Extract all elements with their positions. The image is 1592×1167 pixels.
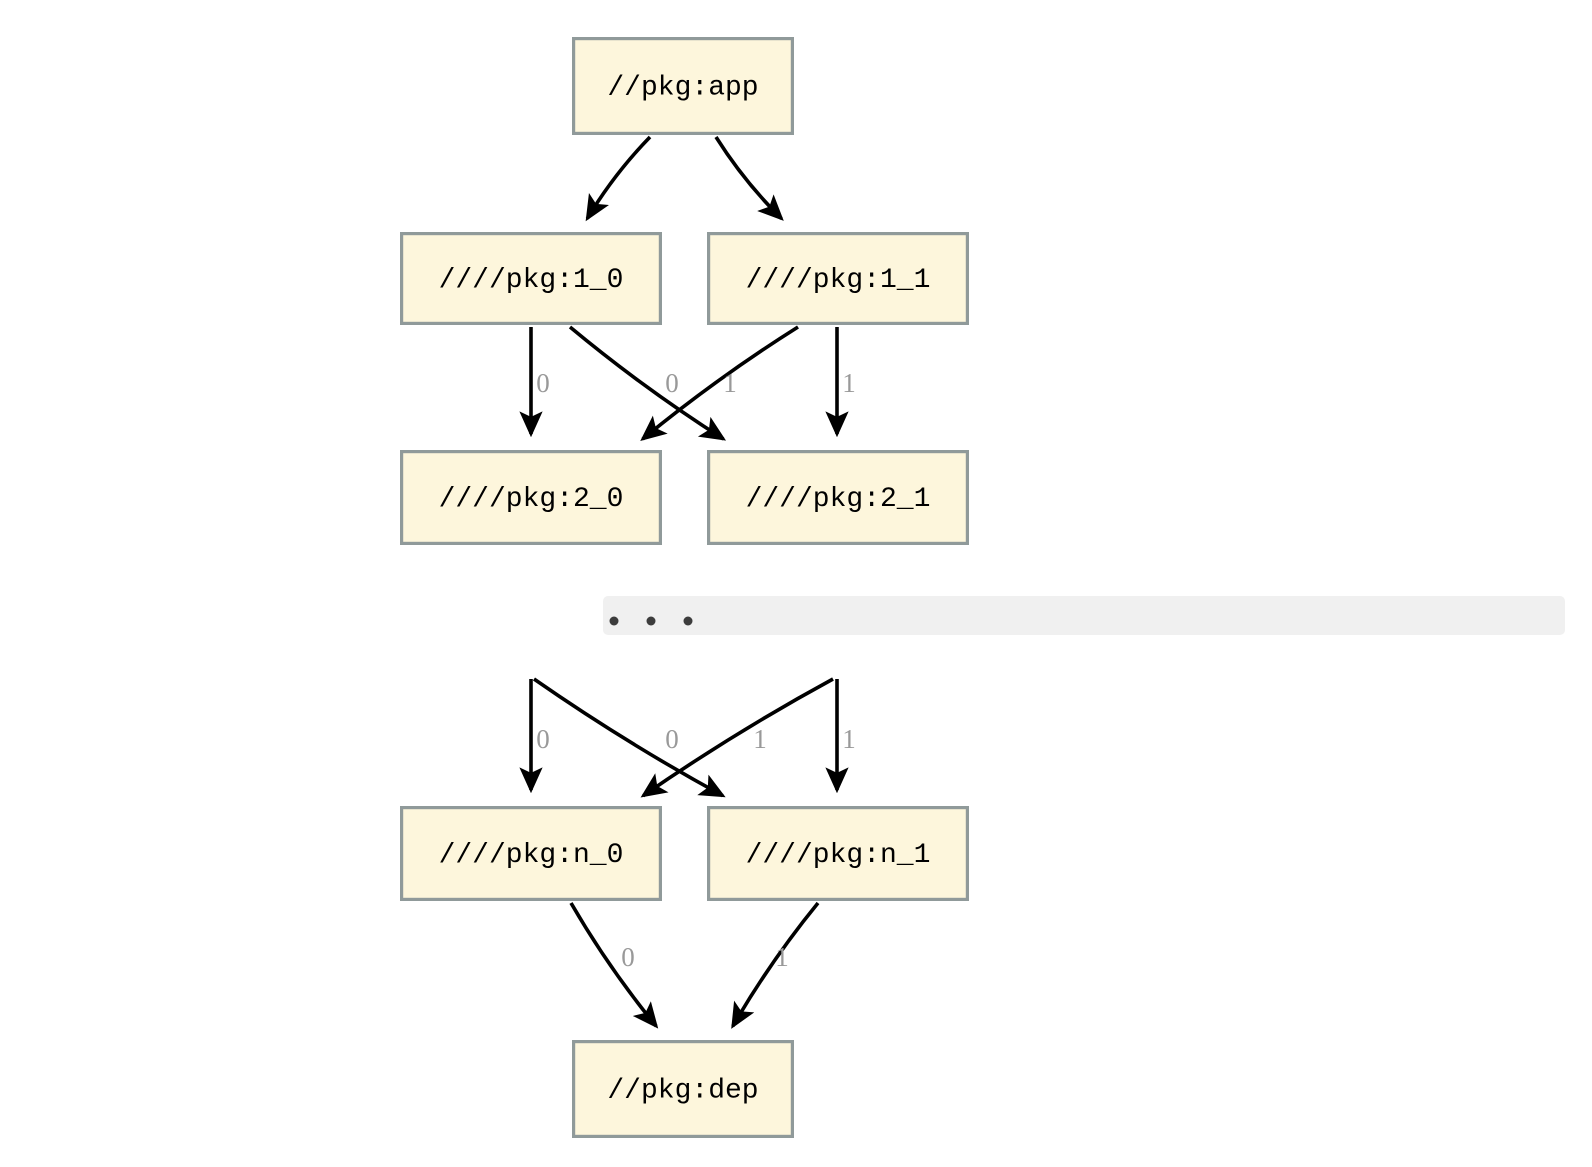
node-box[interactable] <box>400 232 662 326</box>
graph-edge <box>714 136 784 221</box>
graph-edge: 1 <box>640 677 834 798</box>
nodes-layer: //pkg:app ////pkg:1_0 ////pkg:1_1 ////pkg:2… <box>400 36 969 1138</box>
graph-edge: 1 <box>731 901 820 1029</box>
edge-line <box>569 902 659 1029</box>
edge-line <box>532 677 726 798</box>
edges-layer: 0 0 1 1 0 0 1 1 0 1 <box>519 135 856 1029</box>
node-label: ////pkg:1_1 <box>746 265 931 296</box>
edge-label: 1 <box>842 368 856 398</box>
edge-label: 1 <box>753 724 767 754</box>
node-box[interactable] <box>706 232 969 326</box>
graph-node-nn_0[interactable]: ////pkg:n_0 <box>400 805 662 901</box>
node-box[interactable] <box>571 36 794 136</box>
graph-node-n1_1[interactable]: ////pkg:1_1 <box>706 232 969 326</box>
graph-node-dep[interactable]: //pkg:dep <box>571 1039 794 1138</box>
node-label: //pkg:app <box>607 72 758 103</box>
graph-edge: 1 <box>825 327 856 438</box>
edge-line <box>640 325 799 442</box>
node-box[interactable] <box>400 805 662 901</box>
ellipsis-band <box>603 596 1565 635</box>
node-label: ////pkg:1_0 <box>439 265 624 296</box>
graph-edge: 0 <box>532 677 726 798</box>
graph-edge: 0 <box>519 679 550 794</box>
edge-label: 0 <box>536 368 550 398</box>
graph-edge: 0 <box>519 327 550 438</box>
edge-label: 1 <box>775 942 789 972</box>
node-box[interactable] <box>706 450 969 546</box>
node-box[interactable] <box>706 805 969 901</box>
edge-label: 0 <box>665 368 679 398</box>
edge-label: 0 <box>536 724 550 754</box>
graph-edge: 0 <box>569 902 659 1029</box>
edge-label: 0 <box>621 942 635 972</box>
graph-edge: 0 <box>568 325 727 441</box>
edge-label: 0 <box>665 724 679 754</box>
graph-edge <box>585 135 652 222</box>
node-box[interactable] <box>400 450 662 546</box>
edge-label: 1 <box>842 724 856 754</box>
graph-node-n2_0[interactable]: ////pkg:2_0 <box>400 450 662 546</box>
edge-label: 1 <box>723 368 737 398</box>
node-label: ////pkg:2_1 <box>746 484 931 515</box>
node-label: //pkg:dep <box>607 1075 758 1106</box>
node-label: ////pkg:n_0 <box>439 840 624 871</box>
ellipsis-dot <box>683 616 693 626</box>
edge-line <box>640 677 834 798</box>
graph-node-n2_1[interactable]: ////pkg:2_1 <box>706 450 969 546</box>
edge-line <box>585 135 652 222</box>
node-label: ////pkg:2_0 <box>439 484 624 515</box>
node-label: ////pkg:n_1 <box>746 840 931 871</box>
graph-node-app[interactable]: //pkg:app <box>571 36 794 136</box>
graph-edge: 1 <box>640 325 799 442</box>
graph-edge: 1 <box>825 679 856 794</box>
ellipsis-dot <box>609 616 619 626</box>
node-box[interactable] <box>571 1039 794 1138</box>
edge-line <box>731 901 820 1029</box>
graph-node-nn_1[interactable]: ////pkg:n_1 <box>706 805 969 901</box>
ellipsis-dot <box>646 616 656 626</box>
graph-node-n1_0[interactable]: ////pkg:1_0 <box>400 232 662 326</box>
ellipsis-separator <box>603 596 1565 635</box>
edge-line <box>714 136 784 221</box>
edge-line <box>568 325 727 441</box>
